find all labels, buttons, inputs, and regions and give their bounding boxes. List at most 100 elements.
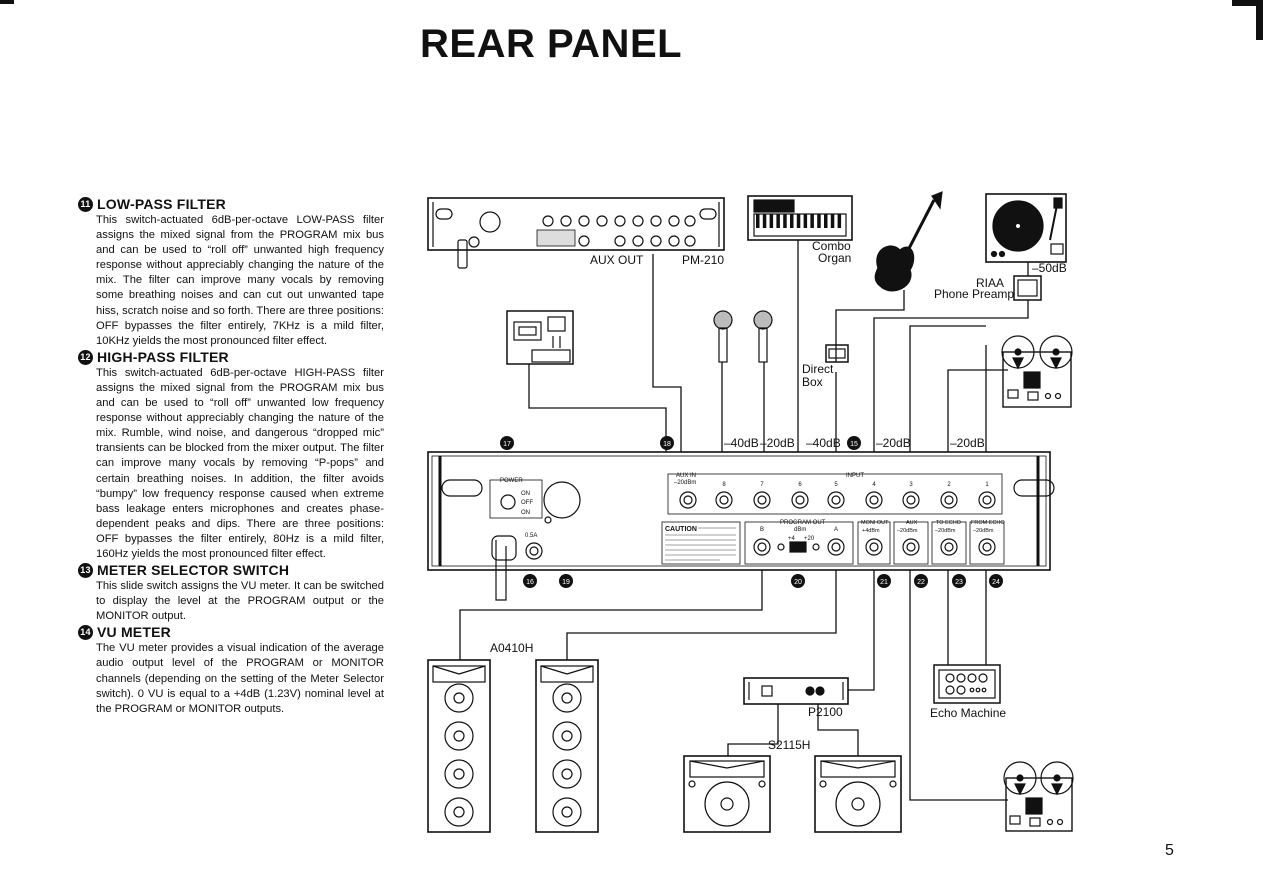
page-title: REAR PANEL: [420, 22, 683, 66]
p2100-power-amp: P2100: [743, 677, 849, 719]
section-heading: VU METER: [97, 624, 171, 641]
mixer-rear-panel: POWER ON OFF ON 0.5A AUX IN –20dBm INPUT…: [427, 451, 1055, 601]
section-heading: HIGH-PASS FILTER: [97, 348, 229, 365]
pm210-jacks: [542, 215, 696, 247]
moni-out-label: MONI OUT: [861, 520, 889, 526]
caution-text-lines: [665, 527, 736, 561]
combo-organ: Combo Organ: [747, 195, 853, 265]
section-body: This switch-actuated 6dB-per-octave HIGH…: [96, 366, 384, 560]
corner-mark-left: [0, 0, 14, 4]
section-number-badge: 14: [78, 625, 93, 641]
organ-black-key: [776, 214, 780, 228]
wire-moni-out: [848, 570, 875, 691]
on-label-2: ON: [521, 510, 530, 516]
cassette-deck: [506, 310, 574, 365]
channel-input-jack: 8: [715, 482, 733, 509]
on-label: ON: [521, 491, 530, 497]
power-label: POWER: [500, 478, 523, 484]
callout-15: 15: [847, 436, 861, 450]
wire-amp-speaker-right: [817, 704, 859, 756]
channel-number-label: 7: [760, 482, 764, 488]
echo-machine-label: Echo Machine: [930, 706, 1006, 720]
echo-machine: Echo Machine: [930, 664, 1006, 720]
corner-mark-right: [1232, 0, 1263, 6]
section-number-badge: 12: [78, 349, 93, 365]
organ-black-key: [756, 214, 760, 228]
organ-black-key: [824, 214, 828, 228]
aux-in-jack: [679, 491, 697, 509]
svg-text:21: 21: [880, 579, 888, 586]
svg-text:16: 16: [526, 579, 534, 586]
organ-black-key: [769, 214, 774, 228]
plus20-label: +20: [804, 536, 815, 542]
minus50-label: –50dB: [1032, 261, 1067, 275]
direct-label: Direct: [802, 362, 834, 376]
organ-black-key: [783, 214, 787, 228]
callout-22: 22: [914, 574, 928, 588]
organ-black-key: [796, 214, 801, 228]
a0410h-speaker-right: [535, 659, 599, 833]
callout-21: 21: [877, 574, 891, 588]
connection-wires: [459, 240, 1029, 801]
wire-program-a: [566, 570, 837, 660]
svg-text:23: 23: [955, 579, 963, 586]
pm210-label: PM-210: [682, 253, 724, 267]
callout-18: 18: [660, 436, 674, 450]
section-heading: LOW-PASS FILTER: [97, 196, 226, 212]
section-heading: METER SELECTOR SWITCH: [97, 562, 290, 579]
organ-black-key: [762, 214, 767, 228]
channel-input-jack: 5: [827, 482, 845, 509]
channel-number-label: 3: [909, 482, 913, 488]
organ-black-key: [830, 214, 835, 228]
organ-keys: [756, 214, 842, 228]
caution-label: CAUTION: [665, 526, 697, 533]
channel-number-label: 1: [985, 482, 989, 488]
box-label: Box: [802, 375, 823, 389]
organ-label: Organ: [818, 251, 851, 265]
moni-level-label: +4dBm: [862, 528, 880, 534]
channel-number-label: 4: [872, 482, 876, 488]
plus4-label: +4: [788, 536, 796, 542]
callout-20: 20: [791, 574, 805, 588]
program-out-label: PROGRAM OUT: [780, 520, 826, 526]
channel-number-label: 6: [798, 482, 802, 488]
from-echo-level-label: –20dBm: [973, 528, 994, 534]
corner-mark-right-side: [1256, 0, 1263, 40]
pm210-mixer: AUX OUT PM-210: [427, 197, 725, 269]
callout-badges: 17 18 15 16 19 20 21 22 23 24: [500, 436, 1003, 588]
organ-black-key: [803, 214, 808, 228]
organ-black-key: [810, 214, 814, 228]
direct-box: Direct Box: [802, 344, 849, 389]
svg-text:24: 24: [992, 579, 1000, 586]
aux-label: AUX: [906, 520, 918, 526]
svg-text:15: 15: [850, 441, 858, 448]
p2100-label: P2100: [808, 705, 843, 719]
to-echo-label: TO ECHO: [936, 520, 962, 526]
to-echo-level-label: –20dBm: [935, 528, 956, 534]
wire-amp-speaker-left: [727, 704, 779, 756]
reel-tape-deck-bottom: [1003, 761, 1074, 832]
s2115h-speaker-right: [814, 755, 902, 833]
level-labels: –40dB –20dB –40dB –20dB –20dB: [724, 436, 985, 450]
aux-in-label: AUX IN: [676, 473, 696, 479]
channel-input-jack: 7: [753, 482, 771, 509]
channel-input-jack: 3: [902, 482, 920, 509]
program-a-label: A: [834, 527, 838, 533]
wire-tape-deck: [528, 364, 667, 452]
callout-24: 24: [989, 574, 1003, 588]
channel-input-jack: 1: [978, 482, 996, 509]
a0410h-speaker-left: [427, 659, 491, 833]
svg-text:20: 20: [794, 579, 802, 586]
aux-out-label: AUX OUT: [590, 253, 644, 267]
input-label: INPUT: [846, 473, 864, 479]
a0410h-label: A0410H: [490, 641, 533, 655]
callout-17: 17: [500, 436, 514, 450]
svg-text:22: 22: [917, 579, 925, 586]
microphone-1: [713, 310, 733, 363]
